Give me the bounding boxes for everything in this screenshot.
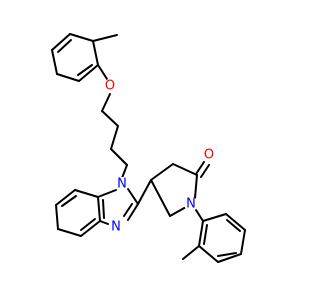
bond [110,148,128,166]
bond [80,220,101,237]
bond [51,49,58,75]
bond [92,40,99,66]
structure-canvas: O N N N O [51,33,246,263]
bond [57,39,72,53]
bond [80,218,96,231]
bond [51,33,71,51]
ether-oxygen-atom: O [105,79,115,94]
atom-label-background [109,220,123,234]
benzimidazole-n1-atom: N [117,177,127,192]
bond [150,179,171,217]
atom-label-background [103,79,117,93]
bond [102,199,105,219]
atom-label-background [184,197,198,211]
bond [57,228,82,237]
atom-layer: O N N N O [103,79,216,235]
bond [61,195,77,207]
bond [225,213,246,231]
bond [127,203,139,221]
bond [217,252,237,257]
benzimidazole-n3-atom: N [111,220,121,235]
bond [195,161,205,175]
bond [74,189,99,198]
carbonyl-oxygen-atom: O [204,148,214,163]
bond [150,163,174,181]
bond [97,196,101,222]
bond [77,64,93,76]
bond [137,179,152,205]
bond [194,174,198,199]
bond [55,204,59,230]
bond [55,189,76,206]
bond [182,245,200,260]
bond [99,220,109,225]
atom-label-background [202,148,216,162]
bond [110,125,119,150]
bond-layer [51,33,246,263]
bond [203,224,208,245]
bond [202,213,227,222]
bond [240,229,246,255]
bond [101,110,119,127]
bond [121,164,128,179]
bond [198,245,219,263]
bond [169,206,187,217]
pyrrolidinone-nitrogen-atom: N [186,197,196,212]
bond [172,163,198,176]
bond [123,203,133,217]
bond [97,189,117,198]
bond [78,64,99,82]
bond [217,253,242,263]
molecule-drawing: O N N N O [51,33,246,263]
bond [226,219,241,232]
bond [127,188,139,205]
bond [195,209,204,222]
bond [92,34,118,42]
bond [200,164,210,178]
bond [56,73,80,82]
bond [101,93,111,112]
atom-label-background [115,177,129,191]
bond [97,64,108,80]
bond [69,33,94,42]
bond [198,220,204,247]
